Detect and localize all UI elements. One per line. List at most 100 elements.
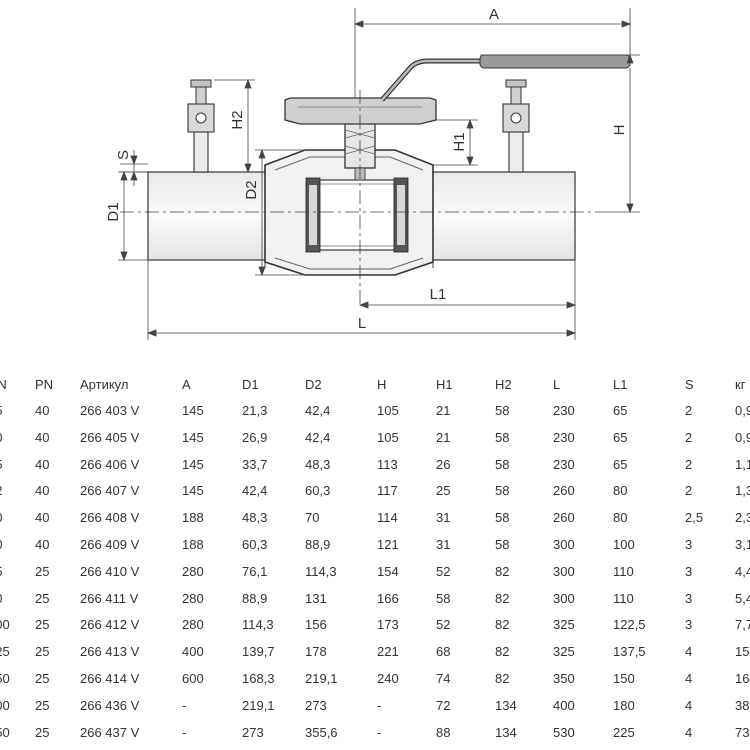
table-cell: 355,6 [305, 724, 338, 740]
table-cell: 113 [377, 456, 398, 472]
table-cell: - [377, 697, 382, 713]
table-cell: 80 [0, 591, 2, 607]
table-cell: 65 [613, 403, 628, 418]
dim-label-S: S [115, 150, 132, 160]
table-cell: 40 [35, 537, 50, 552]
table-cell: 40 [0, 510, 2, 526]
table-cell: 114 [377, 510, 398, 526]
table-cell: 65 [613, 429, 628, 445]
table-header: DN [0, 377, 7, 392]
table-cell: 225 [613, 724, 635, 740]
table-cell: 65 [613, 456, 628, 472]
table-cell: 33,7 [242, 456, 268, 472]
table-cell: 25 [35, 644, 50, 660]
table-cell: 2 [685, 483, 693, 499]
table-cell: 230 [553, 456, 575, 472]
table-cell: 4 [685, 724, 693, 740]
dim-label-H: H [611, 125, 628, 136]
table-cell: 2 [685, 456, 693, 472]
table-cell: 100 [613, 537, 635, 552]
table-cell: 40 [35, 510, 50, 526]
table-cell: 266 436 V [80, 697, 140, 713]
table-cell: 60,3 [242, 537, 268, 552]
table-cell: 25 [35, 590, 50, 606]
table-cell: 266 406 V [80, 456, 140, 472]
table-cell: 131 [305, 590, 327, 606]
table-cell: 266 405 V [80, 429, 140, 445]
table-cell: 266 413 V [80, 644, 140, 660]
table-cell: 21 [436, 429, 451, 445]
table-cell: 68 [436, 644, 451, 660]
table-cell: 25 [436, 483, 451, 499]
table-cell: 82 [495, 590, 510, 606]
table-cell: 280 [182, 617, 204, 633]
table-cell: 40 [35, 403, 50, 418]
table-cell: 200 [0, 697, 10, 713]
table-cell: 25 [35, 671, 50, 686]
table-cell: 25 [35, 724, 50, 740]
table-cell: 4 [685, 697, 693, 713]
table-cell: 150 [613, 671, 635, 686]
table-cell: 48,3 [242, 510, 268, 526]
table-cell: 178 [305, 644, 327, 660]
table-cell: 300 [553, 590, 575, 606]
table-cell: 32 [0, 483, 2, 499]
table-cell: 3 [685, 590, 693, 606]
table-cell: 145 [182, 483, 204, 499]
table-header: L [553, 377, 561, 392]
table-cell: 58 [495, 403, 510, 418]
table-cell: 82 [495, 671, 510, 686]
table-cell: 4 [685, 644, 693, 660]
table-cell: 40 [35, 483, 50, 499]
table-cell: 50 [0, 537, 2, 553]
table-header: кг [735, 377, 746, 392]
table-cell: 72 [436, 697, 451, 713]
table-cell: 114,3 [242, 617, 274, 633]
table-cell: 154 [377, 563, 399, 579]
table-cell: 121 [377, 537, 399, 552]
table-cell: 156 [305, 617, 327, 633]
valve-technical-drawing: A H H2 H1 S D1 D2 L1 L [105, 6, 640, 340]
table-cell: 26,9 [242, 429, 268, 445]
table-cell: 125 [0, 644, 10, 660]
table-cell: 16 [735, 671, 750, 686]
table-cell: 31 [436, 510, 451, 526]
table-cell: 105 [377, 403, 399, 418]
table-header: H1 [436, 377, 453, 392]
table-cell: 110 [613, 590, 634, 606]
table-cell: 122,5 [613, 617, 646, 633]
table-cell: 530 [553, 724, 575, 740]
table-cell: 230 [553, 403, 575, 418]
table-cell: 40 [35, 429, 50, 445]
table-cell: 188 [182, 537, 204, 552]
table-cell: 2 [685, 403, 693, 418]
table-cell: 134 [495, 697, 517, 713]
table-cell: 273 [305, 697, 327, 713]
table-cell: 240 [377, 671, 399, 686]
table-cell: 58 [495, 429, 510, 445]
table-cell: 0,9 [735, 429, 750, 445]
table-cell: 300 [553, 563, 575, 579]
table-cell: 266 409 V [80, 537, 140, 552]
dimension-lines [118, 8, 640, 340]
table-cell: 82 [495, 644, 510, 660]
table-cell: 250 [0, 724, 10, 740]
table-header: D2 [305, 377, 322, 392]
table-cell: 65 [0, 564, 2, 580]
table-cell: 117 [377, 483, 398, 499]
table-cell: 74 [436, 671, 451, 686]
table-cell: 110 [613, 563, 634, 579]
table-cell: 80 [613, 510, 628, 526]
valve-body [264, 149, 434, 276]
table-cell: 21 [436, 403, 451, 418]
table-cell: 88,9 [305, 537, 331, 552]
table-cell: 40 [35, 456, 50, 472]
vent-left [187, 79, 215, 173]
table-header: L1 [613, 377, 628, 392]
table-cell: 221 [377, 644, 399, 660]
table-cell: 25 [0, 457, 2, 473]
table-cell: 15 [0, 403, 2, 419]
table-cell: 3,1 [735, 537, 750, 552]
table-cell: 38 [735, 697, 750, 713]
